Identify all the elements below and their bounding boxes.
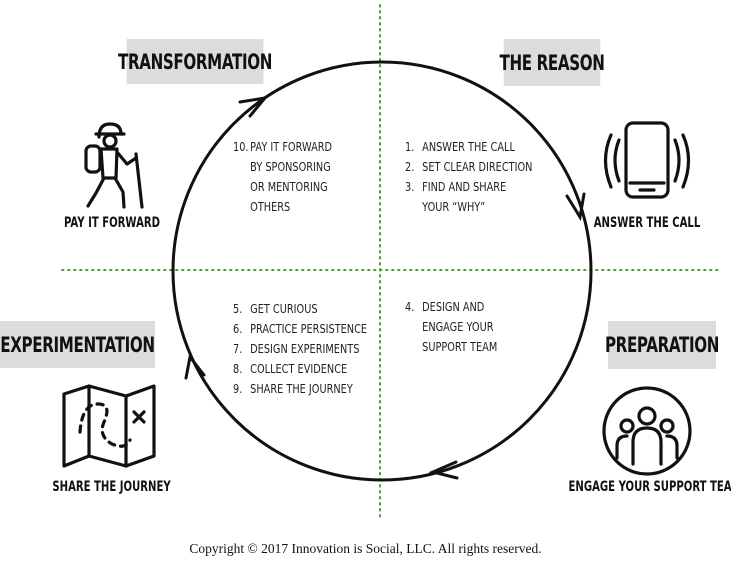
- step-text: ANSWER THE CALL: [422, 139, 515, 154]
- phase-label-transformation-text: TRANSFORMATION: [117, 49, 273, 74]
- phase-label-reason-text: THE REASON: [499, 50, 605, 75]
- step-text: SET CLEAR DIRECTION: [422, 159, 533, 174]
- step-text: PRACTICE PERSISTENCE: [250, 321, 368, 336]
- step-text: FIND AND SHARE: [422, 179, 507, 194]
- list-item: 3. FIND AND SHARE: [405, 177, 532, 197]
- step-number: 7.: [233, 341, 243, 356]
- step-number: 2.: [405, 159, 415, 174]
- arrow-right: [565, 192, 586, 222]
- step-number: 10.: [233, 139, 249, 154]
- steps-experimentation: 5. GET CURIOUS 6. PRACTICE PERSISTENCE 7. D…: [233, 299, 367, 399]
- list-item: OTHERS: [233, 197, 332, 217]
- list-item: BY SPONSORING: [233, 157, 332, 177]
- step-text: OTHERS: [250, 199, 291, 214]
- phase-label-reason: THE REASON: [499, 39, 605, 86]
- step-number: 4.: [405, 299, 415, 314]
- list-item: ENGAGE YOUR: [405, 317, 497, 337]
- steps-preparation: 4. DESIGN AND ENGAGE YOUR SUPPORT TEAM: [405, 297, 497, 357]
- phase-label-experimentation: EXPERIMENTATION: [0, 321, 155, 368]
- list-item: YOUR “WHY”: [405, 197, 532, 217]
- caption-answer-the-call: ANSWER THE CALL: [593, 215, 701, 231]
- step-text: COLLECT EVIDENCE: [250, 361, 348, 376]
- step-number: 5.: [233, 301, 243, 316]
- step-text: BY SPONSORING: [250, 159, 331, 174]
- list-item: 4. DESIGN AND: [405, 297, 497, 317]
- list-item: 6. PRACTICE PERSISTENCE: [233, 319, 367, 339]
- step-text: GET CURIOUS: [250, 301, 318, 316]
- treasure-map-icon: [62, 384, 156, 468]
- list-item: 5. GET CURIOUS: [233, 299, 367, 319]
- step-number: [405, 197, 422, 217]
- step-number: 3.: [405, 179, 415, 194]
- arrow-bottom: [428, 460, 459, 480]
- step-number: [233, 197, 250, 217]
- list-item: SUPPORT TEAM: [405, 337, 497, 357]
- list-item: OR MENTORING: [233, 177, 332, 197]
- step-number: [233, 157, 250, 177]
- list-item: 9. SHARE THE JOURNEY: [233, 379, 367, 399]
- step-text: SUPPORT TEAM: [422, 339, 498, 354]
- step-number: 6.: [233, 321, 243, 336]
- step-text: DESIGN AND: [422, 299, 485, 314]
- arrow-left: [184, 353, 206, 380]
- step-text: DESIGN EXPERIMENTS: [250, 341, 360, 356]
- step-text: PAY IT FORWARD: [250, 139, 333, 154]
- hiker-icon: [84, 122, 144, 209]
- step-number: [405, 317, 422, 337]
- steps-reason: 1.ANSWER THE CALL 2.SET CLEAR DIRECTION …: [405, 137, 532, 217]
- arrow-top-left: [238, 95, 269, 118]
- step-number: 1.: [405, 139, 415, 154]
- list-item: 7. DESIGN EXPERIMENTS: [233, 339, 367, 359]
- team-people-icon: [602, 386, 692, 476]
- step-text: SHARE THE JOURNEY: [250, 381, 353, 396]
- list-item: 2. SET CLEAR DIRECTION: [405, 157, 532, 177]
- step-number: [405, 337, 422, 357]
- copyright-notice: Copyright © 2017 Innovation is Social, L…: [189, 541, 542, 556]
- caption-pay-it-forward: PAY IT FORWARD: [63, 215, 161, 231]
- list-item: 8. COLLECT EVIDENCE: [233, 359, 367, 379]
- phase-label-preparation: PREPARATION: [604, 321, 720, 369]
- phase-label-preparation-text: PREPARATION: [604, 333, 720, 357]
- phase-label-transformation: TRANSFORMATION: [118, 39, 272, 84]
- list-item: 10.PAY IT FORWARD: [233, 137, 332, 157]
- caption-share-the-journey: SHARE THE JOURNEY: [52, 479, 171, 495]
- cycle-circle: [171, 60, 593, 482]
- list-item: 1. ANSWER THE CALL: [405, 137, 532, 157]
- step-number: 8.: [233, 361, 243, 376]
- step-text: ENGAGE YOUR: [422, 319, 494, 334]
- caption-engage-support-team: ENGAGE YOUR SUPPORT TEAM: [568, 479, 731, 495]
- step-number: 9.: [233, 381, 243, 396]
- step-number: [233, 177, 250, 197]
- step-text: OR MENTORING: [250, 179, 328, 194]
- steps-transformation: 10.PAY IT FORWARD BY SPONSORING OR MENTO…: [233, 137, 332, 217]
- step-text: YOUR “WHY”: [422, 199, 486, 214]
- ringing-phone-icon: [603, 121, 691, 199]
- phase-label-experimentation-text: EXPERIMENTATION: [0, 332, 155, 357]
